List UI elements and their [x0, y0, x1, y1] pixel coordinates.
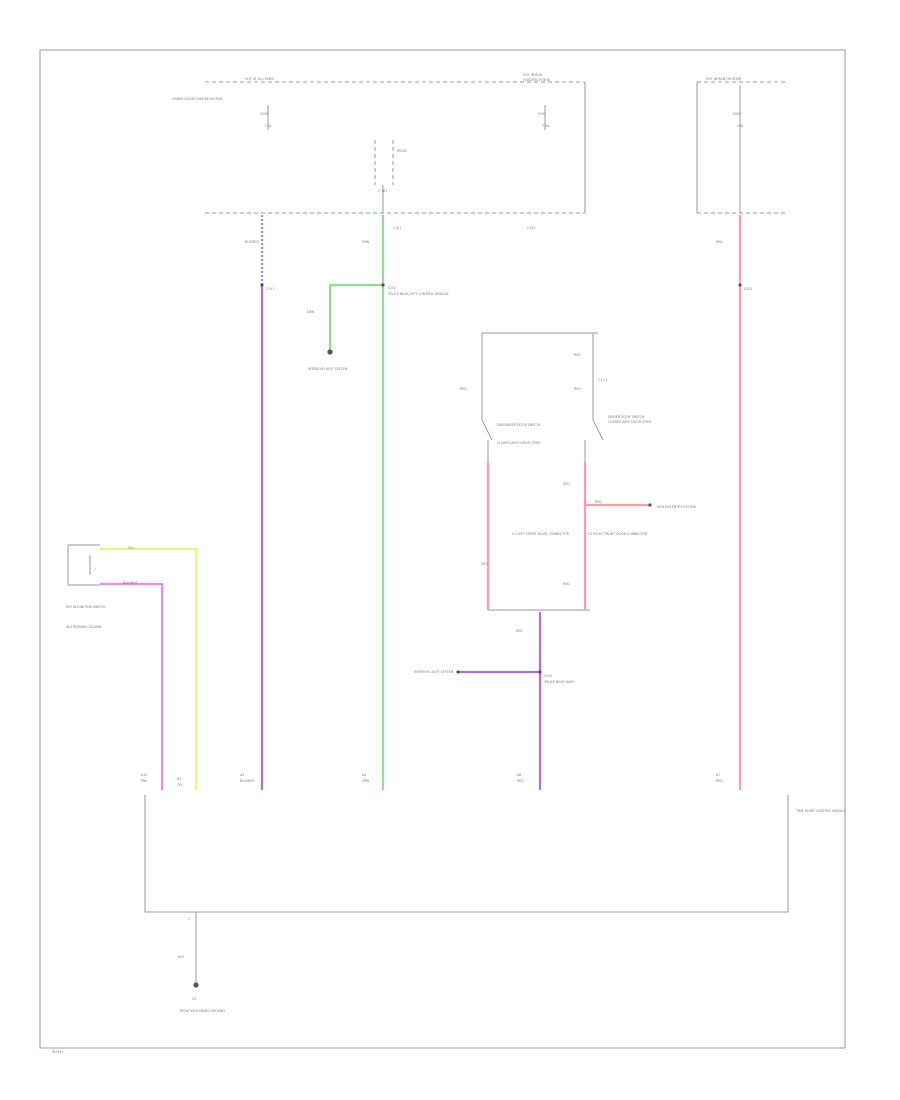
key-in-ignition-switch [67, 544, 100, 586]
label-fuse-left-amp: 7.5A [264, 124, 272, 128]
splice-s103 [738, 283, 742, 287]
wire-grn-branch [328, 283, 383, 352]
underhood-fuse-box [696, 81, 785, 214]
time-alert-control-module [144, 795, 789, 913]
label-hot-in-run-start: HOT IN RUN OR START [706, 77, 742, 81]
label-sensor-yel: YEL [128, 546, 134, 550]
label-keyless-entry: KEYLESS ENTRY SYSTEM [657, 505, 696, 509]
label-hot-at-all-times: HOT AT ALL TIMES [245, 77, 274, 81]
footer-code: W2391 [52, 1050, 63, 1054]
label-switch-wire-right: RED [574, 387, 581, 391]
label-splice-note: SPLICE NEAR LEFT CONTROL MODULE [388, 292, 449, 296]
label-switch-left-note: CLOSED WITH DOOR OPEN [497, 441, 540, 445]
splice-s104 [538, 670, 542, 674]
label-underhood-fuse-box: UNDER-HOOD FUSE/RELAY BOX [172, 97, 223, 101]
label-fuse-mid-amp: 7.5A [542, 124, 550, 128]
label-wire-red-lower-r: RED [563, 582, 570, 586]
label-ground-pin: 1 [188, 917, 190, 921]
label-term-a: A10 [141, 773, 147, 777]
label-term-b-wire: YEL [177, 783, 183, 787]
label-hot-in-run: HOT IN RUN [523, 73, 543, 77]
label-term-e: A6 [517, 773, 521, 777]
label-splice-s104-note: SPLICE NEAR DASH [544, 680, 575, 684]
label-fuse-mid: FUSE [538, 112, 546, 116]
label-splice-s103: S103 [744, 287, 752, 291]
label-switch-wire-left: RED [460, 387, 467, 391]
label-fuse-left: FUSE [260, 112, 268, 116]
label-wire-grn: GRN [362, 240, 370, 244]
label-sensor-pin: 1 [94, 567, 96, 571]
label-module-name: TIME ALERT CONTROL MODULE [795, 809, 846, 813]
label-ground-wire: BLK [178, 955, 185, 959]
fuse-relay-box [205, 81, 586, 214]
label-switch-note-left: C1 LEFT FRONT DOOR CONNECTOR [512, 532, 570, 536]
label-switch-left: PASSENGER DOOR SWITCH [497, 423, 541, 427]
label-relay-pin: C 101 [378, 189, 387, 193]
label-switch-right-pin: C1 C2 [598, 378, 608, 382]
interior-light-terminal [327, 349, 333, 355]
diagram-frame [39, 49, 846, 1049]
label-splice-s102: S102 [388, 286, 396, 290]
label-wire-blu-red: BLU/RED [245, 240, 259, 244]
label-wire-red-lower-l: RED [481, 562, 488, 566]
label-sensor-name: KEY IN IGNITION SWITCH [66, 605, 106, 609]
label-term-e-wire: RED [517, 779, 524, 783]
wire-yel [100, 547, 198, 790]
wire-pnk [100, 582, 164, 790]
splice-s102 [381, 283, 385, 287]
label-ground-name: G1 [192, 997, 197, 1001]
label-wire-red-mid: RED [563, 482, 570, 486]
interior-light2-terminal [456, 670, 460, 674]
label-splice-s101: S101 [266, 287, 274, 291]
label-sensor-blk: BLK/WHT [123, 581, 138, 585]
label-term-a-wire: PNK [141, 779, 148, 783]
label-fuse-right: FUSE [733, 112, 741, 116]
label-relay: RELAY [397, 149, 407, 153]
label-switch-note-right: C2 RIGHT FRONT DOOR CONNECTOR [588, 532, 648, 536]
door-switch-assembly [481, 332, 604, 611]
label-sensor-note: IN STEERING COLUMN [66, 625, 102, 629]
keyless-entry-terminal [648, 503, 652, 507]
label-term-d-wire: GRN [362, 779, 370, 783]
label-switch-right-note: CLOSED WITH DOOR OPEN [608, 420, 651, 424]
label-fuse-right-amp: 10A [737, 124, 744, 128]
label-wire-grn-br: GRN [307, 310, 315, 314]
label-ground-note: RIGHT KICK PANEL GROUND [180, 1009, 225, 1013]
label-term-d: A4 [362, 773, 366, 777]
label-splice-s104: S104 [544, 674, 552, 678]
label-switch-right: DRIVER DOOR SWITCH [608, 415, 645, 419]
label-fuse-relay-box: FUSE/RELAY BOX [523, 78, 551, 82]
label-term-f-wire: RED [716, 779, 723, 783]
label-interior-light: INTERIOR LIGHT SYSTEM [308, 367, 348, 371]
label-conn-c101: C101 [393, 226, 401, 230]
label-interior-light2: INTERIOR LIGHT SYSTEM [414, 670, 454, 674]
label-term-c-wire: BLU/RED [240, 779, 254, 783]
label-conn-c101b: C101 [527, 226, 535, 230]
label-term-c: A3 [240, 773, 244, 777]
ground-terminal [193, 982, 199, 988]
label-wire-red-center: RED [516, 629, 523, 633]
label-term-f: A7 [716, 773, 720, 777]
label-wire-red-top: RED [716, 240, 723, 244]
label-wire-red-mid2: RED [595, 500, 602, 504]
label-switch-top-wire: RED [574, 353, 581, 357]
splice-s101 [260, 283, 264, 287]
label-term-b: B1 [177, 777, 181, 781]
